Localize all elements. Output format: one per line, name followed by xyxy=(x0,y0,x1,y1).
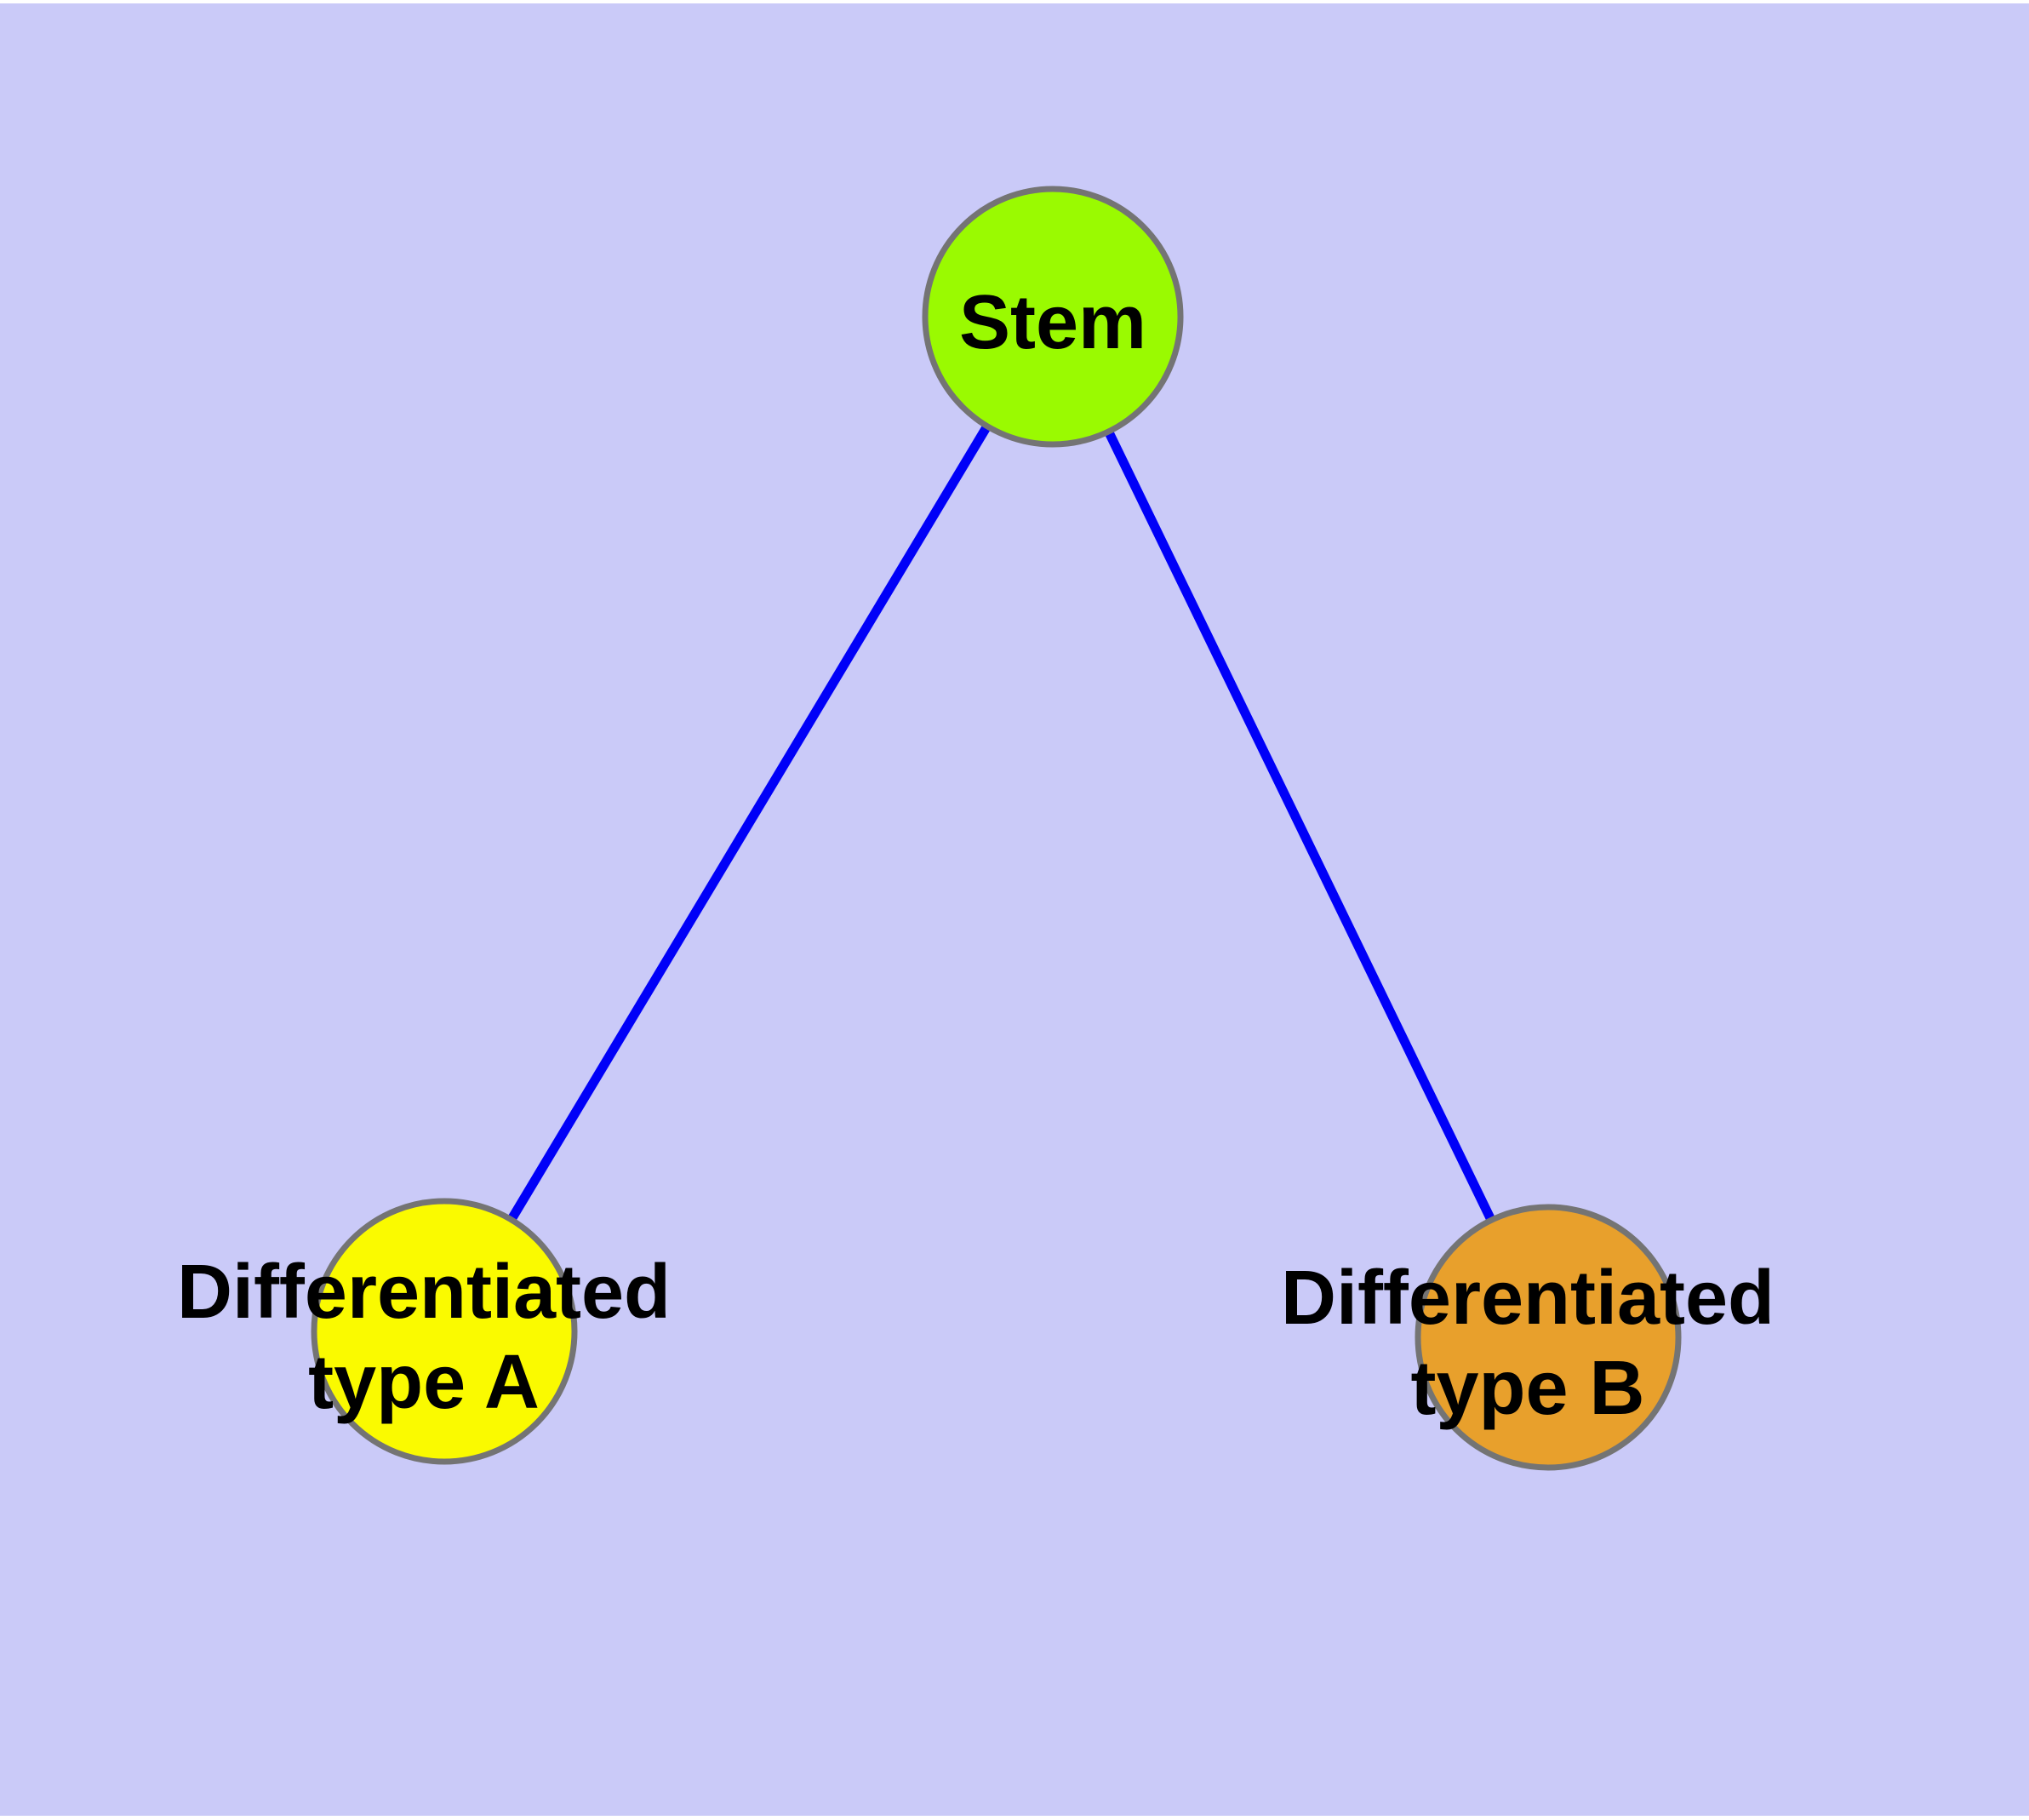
edge-stem-to-differentiated-type-a xyxy=(440,314,1057,1334)
node-differentiated-type-a-circle[interactable] xyxy=(311,1198,578,1465)
node-differentiated-type-a-label-line-1: Differentiated xyxy=(177,1250,671,1335)
node-differentiated-type-b-label-line-2: type B xyxy=(1410,1346,1644,1431)
node-stem-label-line-1: Stem xyxy=(959,280,1146,365)
edges-layer xyxy=(440,314,1552,1340)
node-differentiated-type-b-circle[interactable] xyxy=(1415,1204,1682,1471)
edge-stem-to-differentiated-type-b xyxy=(1049,314,1552,1340)
nodes-layer xyxy=(311,186,1682,1471)
node-differentiated-type-a-label-line-2: type A xyxy=(308,1340,540,1425)
node-stem-circle[interactable] xyxy=(922,186,1184,448)
node-differentiated-type-b-label-line-1: Differentiated xyxy=(1281,1256,1775,1341)
